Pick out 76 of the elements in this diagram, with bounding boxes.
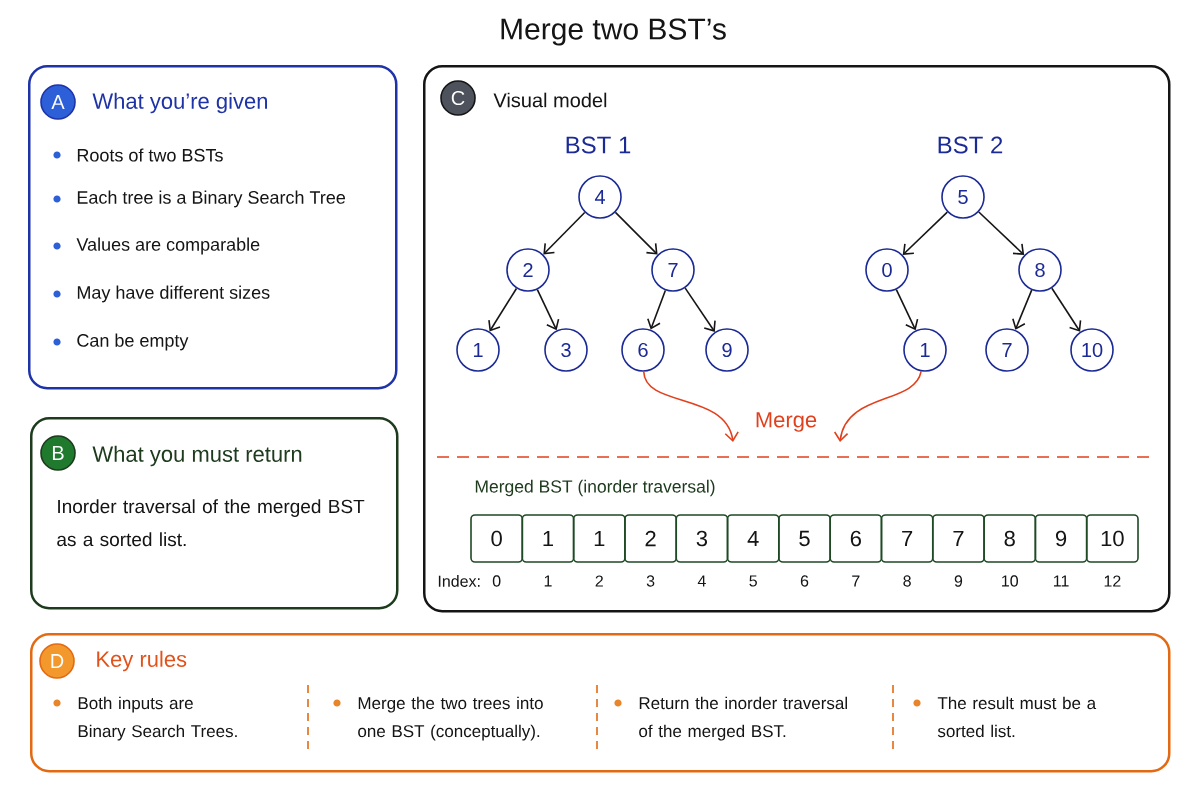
arrow (543, 211, 586, 255)
array-cell: 3 (675, 514, 729, 563)
arrow (536, 288, 560, 331)
array-cell: 9 (1034, 514, 1088, 563)
index-number: 6 (800, 575, 809, 587)
panel-heading: What you must return (92, 445, 302, 467)
curved-arrow (833, 370, 922, 442)
array-cell: 7 (932, 514, 985, 563)
body-text: Inorder traversal of the merged BST as a sorted list. (57, 499, 365, 547)
arrow (978, 211, 1025, 255)
bullet-text: Values are comparable (76, 237, 260, 255)
index-number: 3 (646, 575, 655, 587)
merge-label: Merge (756, 412, 817, 432)
arrow (614, 211, 658, 255)
array-cell: 8 (983, 514, 1037, 563)
arrow (684, 287, 716, 332)
arrow (1051, 287, 1082, 332)
index-number: 5 (749, 575, 757, 587)
array-cell: 10 (1085, 514, 1139, 563)
tree-node: 4 (578, 175, 622, 219)
index-number: 4 (697, 575, 706, 587)
array-cell: 4 (726, 514, 780, 563)
index-label: Index: (438, 575, 480, 587)
panel-heading: Key rules (97, 650, 187, 672)
tree-label: BST 2 (938, 136, 1003, 154)
index-number: 11 (1053, 575, 1069, 587)
letter-badge: A (40, 84, 76, 120)
letter-badge: C (440, 80, 476, 116)
bullet-text: Both inputs are Binary Search Trees. (78, 696, 237, 741)
array-caption: Merged BST (inorder traversal) (475, 479, 715, 497)
bullet-text: Can be empty (77, 333, 189, 351)
tree-node: 0 (865, 248, 909, 292)
tree-node: 7 (651, 248, 695, 292)
tree-node: 3 (544, 328, 588, 372)
tree-node: 5 (941, 175, 985, 219)
bullet-text: Merge the two trees into one BST (conceptually). (358, 696, 543, 741)
tree-node: 1 (903, 328, 947, 372)
arrow (647, 289, 667, 330)
curved-arrow (642, 371, 739, 442)
array-cell: 0 (470, 514, 524, 563)
tree-node: 6 (621, 328, 665, 372)
array-cell: 7 (880, 514, 934, 563)
index-number: 8 (903, 575, 911, 587)
bullet-text: The result must be a sorted list. (937, 696, 1097, 738)
index-number: 7 (852, 575, 860, 587)
title: Merge two BST’s (501, 18, 726, 46)
arrow (488, 287, 518, 332)
panel-heading: Visual model (493, 92, 607, 108)
letter-badge: B (40, 435, 76, 471)
arrow (1012, 289, 1033, 330)
bullet-text: Roots of two BSTs (77, 148, 223, 162)
bullet-text: Each tree is a Binary Search Tree (77, 190, 346, 208)
tree-node: 9 (705, 328, 749, 372)
bullet-text: May have different sizes (77, 285, 270, 303)
index-number: 9 (954, 575, 963, 587)
arrow (895, 288, 919, 331)
tree-node: 8 (1018, 248, 1062, 292)
panel-heading: What you’re given (92, 92, 267, 114)
tree-label: BST 1 (566, 136, 631, 154)
index-number: 2 (595, 575, 603, 587)
array-cell: 5 (778, 514, 831, 563)
array-cell: 1 (521, 514, 575, 563)
array-cell: 1 (572, 514, 626, 563)
index-number: 10 (1002, 575, 1018, 587)
array-cell: 6 (829, 514, 883, 563)
tree-node: 1 (456, 328, 500, 372)
index-number: 12 (1104, 575, 1121, 587)
array-cell: 2 (624, 514, 678, 563)
letter-badge: D (39, 643, 75, 679)
arrow (902, 211, 949, 255)
tree-node: 7 (985, 328, 1029, 372)
tree-node: 2 (506, 248, 550, 292)
bullet-text: Return the inorder traversal of the merged BST. (639, 696, 847, 741)
tree-node: 10 (1070, 328, 1114, 372)
index-number: 1 (544, 575, 552, 587)
index-number: 0 (492, 575, 501, 587)
